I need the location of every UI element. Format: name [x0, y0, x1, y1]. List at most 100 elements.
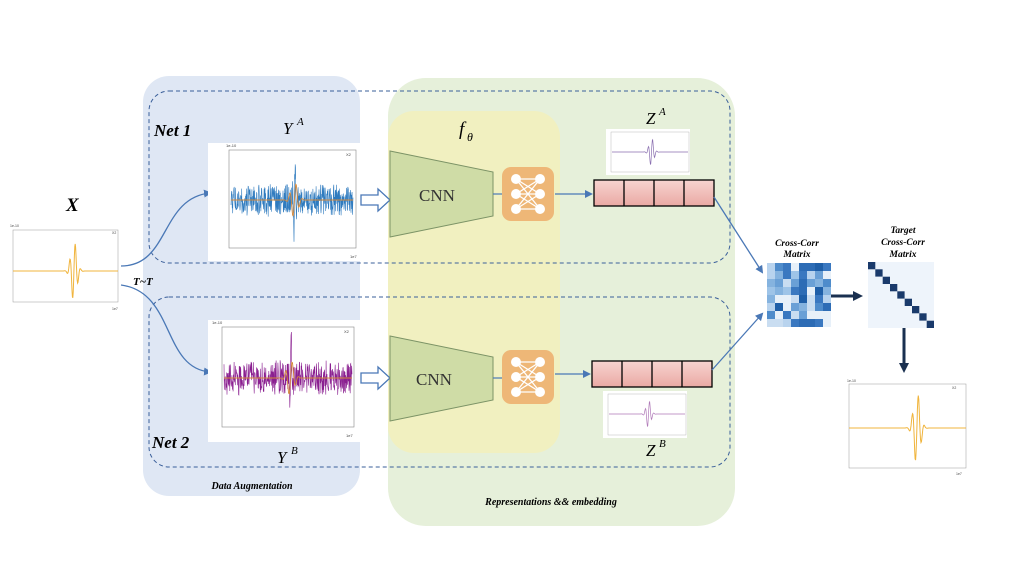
cross-corr-cell	[807, 295, 815, 303]
cross-corr-cell	[823, 263, 831, 271]
cross-corr-cell	[815, 311, 823, 319]
target-diagonal-cell	[897, 291, 905, 299]
svg-text:Cross-Corr: Cross-Corr	[881, 238, 925, 248]
svg-text:Target: Target	[891, 226, 916, 236]
cross-corr-cell	[783, 279, 791, 287]
cross-corr-cell	[815, 303, 823, 311]
ya-noise-line	[230, 164, 354, 242]
cross-corr-cell	[799, 263, 807, 271]
cross-corr-cell	[807, 271, 815, 279]
cross-corr-cell	[799, 279, 807, 287]
zb-signal-line	[609, 400, 685, 428]
cross-corr-cell	[799, 295, 807, 303]
cross-corr-cell	[799, 303, 807, 311]
cross-corr-cell	[791, 311, 799, 319]
svg-text:B: B	[659, 438, 666, 450]
target-diagonal-cell	[890, 284, 898, 292]
label-zb: Z B	[646, 438, 666, 460]
svg-text:Matrix: Matrix	[889, 250, 917, 260]
plot-za	[606, 129, 690, 175]
arrow-x-to-ya	[120, 189, 212, 267]
cross-corr-cell	[791, 287, 799, 295]
svg-text:Matrix: Matrix	[783, 250, 811, 260]
zb-to-crosscorr-arrow	[711, 312, 764, 371]
arrow-ya-to-cnn	[360, 187, 391, 213]
cross-corr-matrix	[767, 263, 831, 327]
mlp-icon-bottom	[502, 350, 554, 404]
svg-text:θ: θ	[467, 130, 473, 144]
cross-corr-cell	[767, 319, 775, 327]
cross-corr-cell	[791, 279, 799, 287]
cross-corr-cell	[799, 287, 807, 295]
embedding-zb	[591, 360, 713, 388]
mlp-icon-top	[502, 167, 554, 221]
cross-corr-cell	[767, 271, 775, 279]
input-plot-x-exponent: 1e7	[112, 307, 118, 311]
cross-corr-cell	[823, 271, 831, 279]
svg-text:Z: Z	[646, 441, 656, 460]
label-f-theta: f θ	[459, 119, 473, 144]
svg-text:B: B	[291, 445, 298, 457]
cross-corr-cell	[767, 287, 775, 295]
output-plot-legend: X2	[952, 386, 956, 390]
cross-corr-cell	[815, 263, 823, 271]
target-diagonal-cell	[904, 298, 912, 306]
cross-corr-cell	[791, 271, 799, 279]
svg-text:Y: Y	[283, 119, 294, 138]
ya-signal-line	[231, 183, 353, 217]
input-signal-line	[13, 243, 118, 298]
cross-corr-cell	[807, 311, 815, 319]
svg-text:Y: Y	[277, 448, 288, 467]
svg-text:Z: Z	[646, 109, 656, 128]
cross-corr-cell	[783, 287, 791, 295]
arrow-yb-to-cnn	[360, 365, 391, 391]
plot-zb	[603, 391, 687, 438]
cross-corr-cell	[783, 303, 791, 311]
cross-corr-cell	[767, 295, 775, 303]
cross-corr-cell	[791, 303, 799, 311]
cross-corr-cell	[823, 311, 831, 319]
cross-corr-cell	[791, 295, 799, 303]
cross-corr-cell	[823, 279, 831, 287]
cross-corr-cell	[815, 287, 823, 295]
svg-text:A: A	[658, 106, 666, 118]
cross-corr-cell	[807, 287, 815, 295]
target-diagonal-cell	[882, 276, 890, 284]
label-ya: Y A	[283, 116, 304, 138]
caption-representations: Representations && embedding	[484, 497, 617, 508]
cross-corr-cell	[807, 263, 815, 271]
input-plot-legend: X2	[112, 231, 116, 235]
cnn-block-top: CNN	[389, 150, 494, 238]
cnn-block-bottom: CNN	[389, 335, 494, 422]
target-diagonal-cell	[868, 262, 876, 270]
cross-corr-cell	[783, 311, 791, 319]
target-cross-corr-matrix	[868, 262, 934, 328]
target-diagonal-cell	[919, 313, 927, 321]
cross-corr-cell	[791, 263, 799, 271]
ya-plot-x-exponent: 1e7	[350, 254, 357, 259]
cross-corr-cell	[775, 303, 783, 311]
label-za: Z A	[646, 106, 666, 128]
net2-dashed-box	[148, 296, 731, 468]
label-target: Target Cross-Corr Matrix	[881, 226, 925, 260]
cross-corr-cell	[823, 303, 831, 311]
cross-corr-cell	[783, 319, 791, 327]
cross-corr-cell	[807, 279, 815, 287]
caption-data-augmentation: Data Augmentation	[210, 481, 292, 492]
output-plot-exponent: 1e-10	[847, 379, 856, 383]
target-diagonal-cell	[875, 269, 883, 277]
cross-corr-cell	[815, 271, 823, 279]
svg-text:f: f	[459, 119, 467, 140]
cross-corr-cell	[807, 319, 815, 327]
cross-corr-cell	[775, 295, 783, 303]
cross-corr-cell	[775, 319, 783, 327]
cross-corr-cell	[767, 311, 775, 319]
input-plot-exponent: 1e-10	[10, 224, 19, 228]
cross-corr-cell	[767, 279, 775, 287]
svg-text:CNN: CNN	[416, 370, 452, 389]
svg-text:A: A	[296, 116, 304, 128]
cross-corr-cell	[823, 287, 831, 295]
cross-corr-cell	[815, 319, 823, 327]
svg-text:Cross-Corr: Cross-Corr	[775, 239, 819, 249]
